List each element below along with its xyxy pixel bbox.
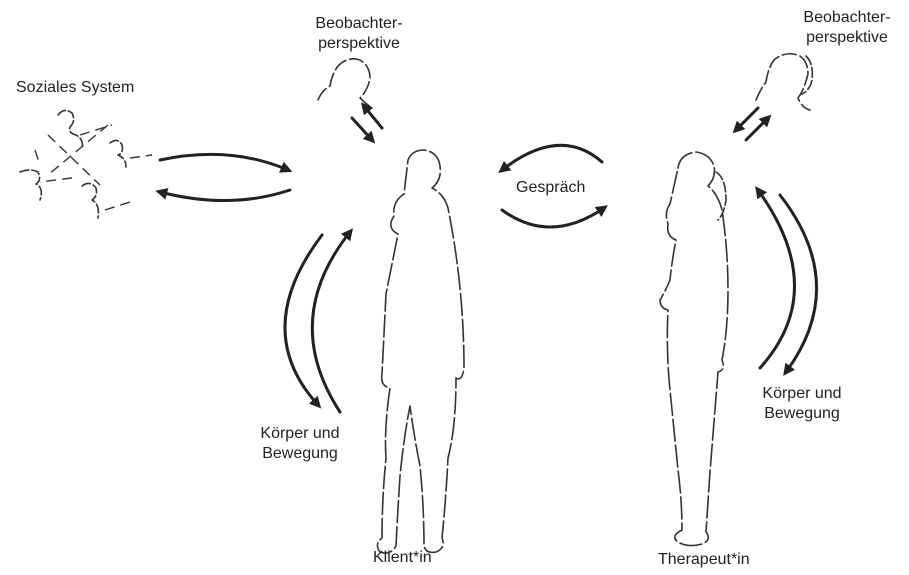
body-right-arrows [758,190,817,372]
observer-left-label: Beobachter- perspektive [304,14,414,54]
observer-right-label-line1: Beobachter- [792,8,902,28]
client-silhouette-icon [377,150,464,553]
observer-right-label-line2: perspektive [792,28,902,48]
body-left-label-line2: Bewegung [250,444,350,464]
body-right-label: Körper und Bewegung [752,384,852,424]
observer-right-label: Beobachter- perspektive [792,8,902,48]
social-client-arrows [160,154,290,200]
observer-left-label-line1: Beobachter- [304,14,414,34]
body-left-arrows [285,232,350,412]
social-system-label: Soziales System [16,78,134,98]
observer-right-arrows [736,108,768,140]
body-left-label-line1: Körper und [250,424,350,444]
observer-right-head-icon [756,54,812,110]
social-group-icon [20,110,152,218]
observer-left-label-line2: perspektive [304,34,414,54]
body-right-label-line1: Körper und [752,384,852,404]
therapist-silhouette-icon [660,152,728,546]
observer-left-arrows [352,106,382,140]
body-right-label-line2: Bewegung [752,404,852,424]
conversation-label: Gespräch [516,178,585,198]
body-left-label: Körper und Bewegung [250,424,350,464]
therapist-label: Therapeut*in [658,550,750,570]
client-label: Klient*in [373,548,432,568]
observer-left-head-icon [318,59,372,108]
